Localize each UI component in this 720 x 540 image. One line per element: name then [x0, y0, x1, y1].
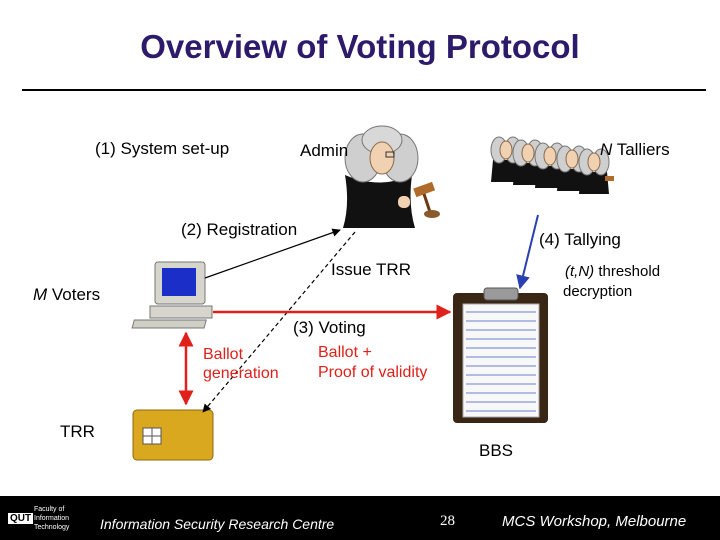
- tallying-arrow: [516, 214, 539, 290]
- ballot-generation-line1: Ballot: [203, 346, 244, 363]
- threshold-label: (t,N) threshold: [565, 263, 660, 280]
- voter-computer-icon: [131, 261, 213, 329]
- system-setup-label: (1) System set-up: [95, 139, 230, 158]
- voters-text: Voters: [47, 285, 101, 304]
- logo-line1: Faculty of: [34, 506, 65, 513]
- trr-label: TRR: [60, 422, 95, 441]
- admin-judge-icon: [343, 125, 440, 228]
- ballot-proof-line1: Ballot +: [318, 344, 372, 361]
- ballot-generation-line2: generation: [203, 365, 279, 382]
- footer-event: MCS Workshop, Melbourne: [502, 513, 687, 530]
- logo-line3: Technology: [34, 524, 70, 531]
- title-divider: [22, 89, 706, 91]
- voting-label: (3) Voting: [293, 318, 366, 337]
- voters-label: M Voters: [33, 285, 100, 305]
- bbs-label: BBS: [479, 441, 514, 460]
- threshold-tn: (t,N): [565, 263, 595, 280]
- issue-trr-label: Issue TRR: [331, 260, 411, 279]
- issue-trr-arrow: [202, 231, 356, 413]
- bbs-clipboard-icon: [453, 287, 548, 423]
- diagram-canvas: [131, 125, 614, 461]
- admin-label: Admin: [300, 141, 349, 160]
- talliers-judges-icon: [490, 136, 614, 194]
- tallying-label: (4) Tallying: [539, 230, 621, 249]
- registration-label: (2) Registration: [181, 220, 298, 239]
- talliers-label: N Talliers: [600, 140, 670, 160]
- ballot-generation-label: Ballot generation: [203, 345, 279, 383]
- registration-arrow: [204, 228, 341, 279]
- ballot-proof-label: Ballot + Proof of validity: [318, 343, 427, 383]
- talliers-text: Talliers: [612, 140, 670, 159]
- threshold-text: threshold: [594, 263, 661, 280]
- footer-bar: [0, 496, 720, 540]
- decryption-label: decryption: [563, 283, 633, 300]
- voters-m: M: [33, 285, 48, 304]
- footer-centre-name: Information Security Research Centre: [100, 516, 335, 532]
- page-number: 28: [440, 513, 455, 529]
- logo-abbr: QUT: [8, 513, 34, 524]
- trr-smartcard-icon: [132, 409, 214, 461]
- logo-line2: Information: [34, 515, 70, 522]
- talliers-n: N: [600, 140, 613, 159]
- slide-title: Overview of Voting Protocol: [140, 28, 580, 65]
- ballot-proof-line2: Proof of validity: [318, 364, 428, 381]
